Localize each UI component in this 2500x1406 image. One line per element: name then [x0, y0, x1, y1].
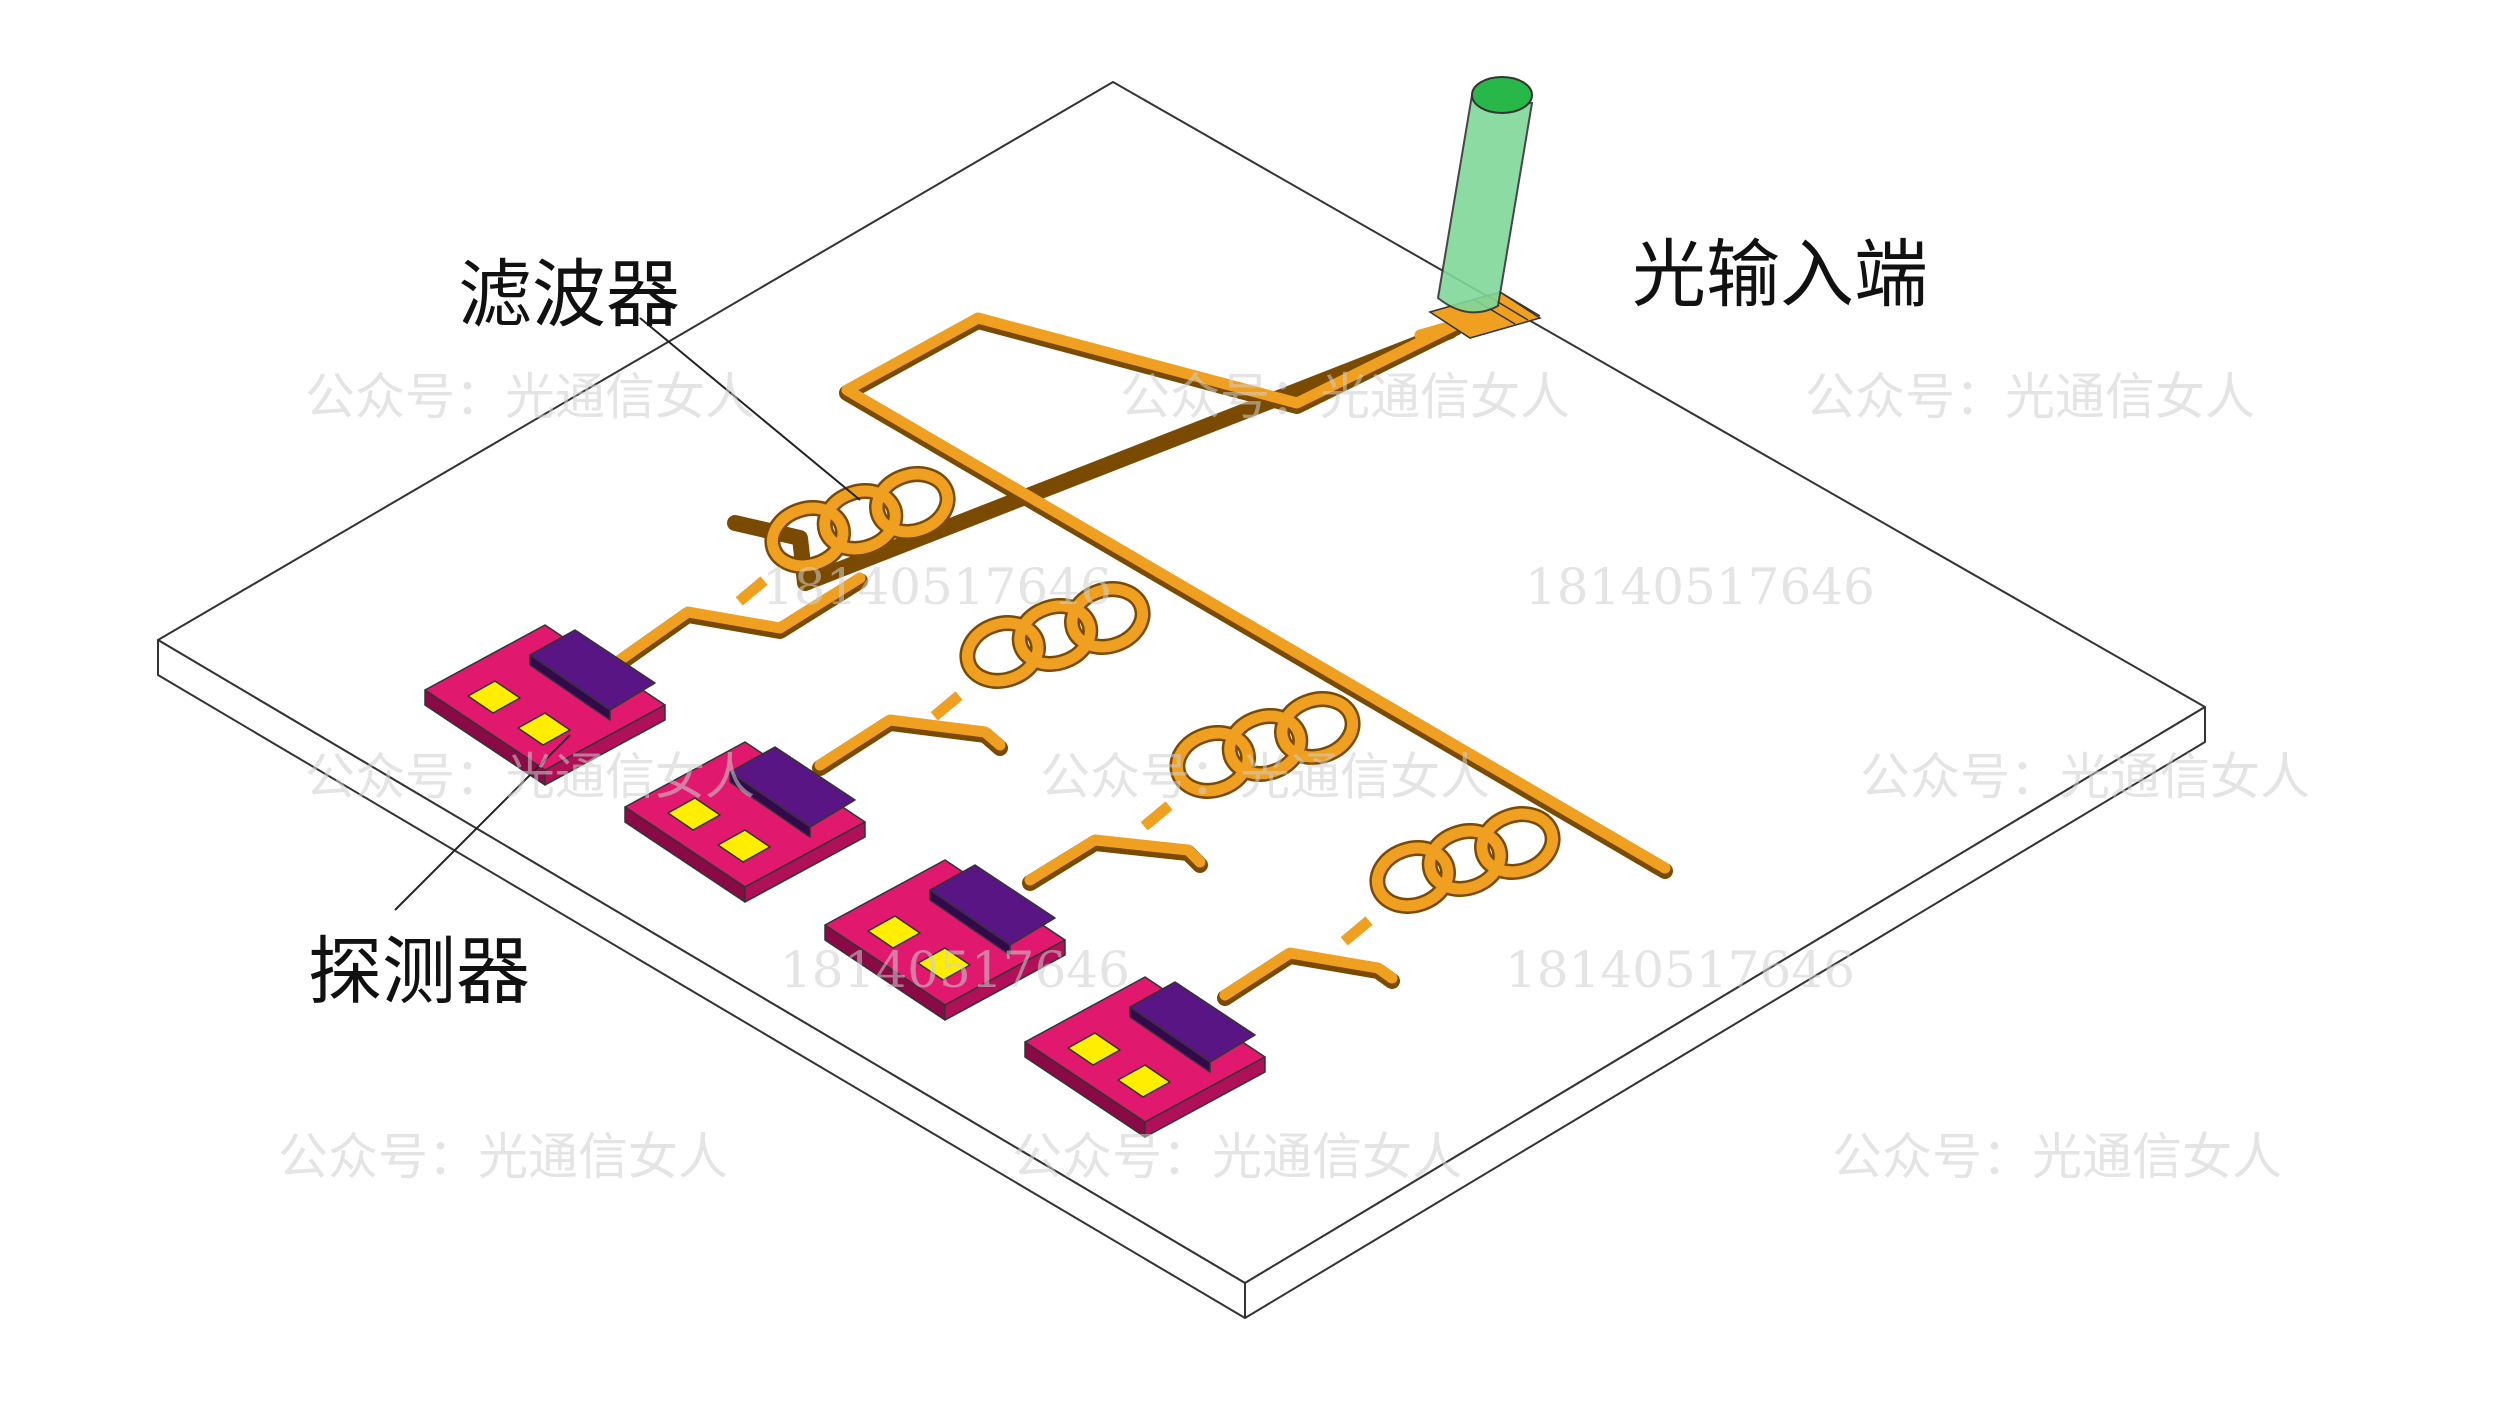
ring-resonator-icon [1340, 806, 1561, 946]
ring-resonator-icon [930, 581, 1151, 721]
detector-label: 探测器 [308, 929, 530, 1015]
input-label: 光输入端 [1632, 232, 1928, 318]
filter-leader [639, 317, 861, 501]
photodetector-chip-icon [1024, 976, 1266, 1138]
bus-waveguide [841, 312, 1671, 874]
drop-waveguide-3 [1024, 834, 1206, 886]
detectors [424, 624, 1266, 1138]
drop-waveguide-2 [814, 714, 1006, 771]
substrate [157, 81, 2206, 1319]
drop-waveguide-1 [614, 572, 866, 666]
photodetector-chip-icon [424, 624, 666, 786]
photodetector-chip-icon [624, 741, 866, 903]
substrate-front-right [1244, 706, 2206, 1319]
optical-fiber-icon [1436, 76, 1534, 314]
filter-label: 滤波器 [458, 252, 680, 338]
leader-lines [394, 317, 861, 911]
drop-waveguide-4 [1219, 947, 1398, 1001]
ring-resonator-icon [1140, 691, 1361, 831]
fiber-end-face [1471, 76, 1533, 114]
photodetector-chip-icon [824, 859, 1066, 1021]
ring-filters [735, 466, 1561, 946]
detector-leader [394, 734, 571, 911]
